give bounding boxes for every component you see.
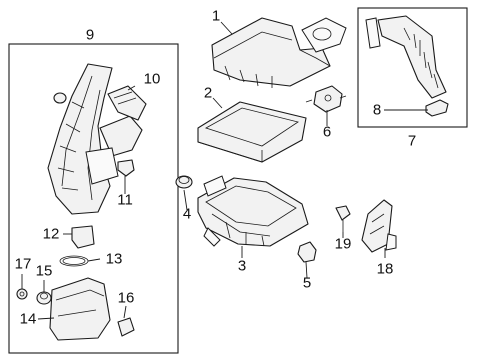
cap-16 (117, 317, 135, 337)
resonator-part (85, 115, 143, 185)
clamp-part (425, 99, 449, 117)
intake-duct (47, 63, 113, 215)
callout-18: 18 (376, 260, 394, 278)
group-box-7 (357, 7, 468, 128)
bushing-15 (36, 291, 52, 305)
resonator-box-14 (49, 277, 111, 341)
grommet-part (175, 175, 193, 189)
outlet-duct (365, 15, 447, 99)
nut-17 (16, 288, 28, 300)
group-box-9 (8, 43, 179, 354)
callout-16: 16 (117, 289, 135, 307)
callout-11: 11 (117, 191, 133, 209)
callout-3: 3 (237, 257, 247, 275)
callout-12: 12 (42, 225, 60, 243)
callout-13: 13 (105, 250, 123, 268)
callout-9: 9 (85, 26, 95, 44)
air-cleaner-cover (211, 17, 347, 88)
hose-part-12 (71, 225, 95, 249)
callout-19: 19 (334, 235, 352, 253)
callout-2: 2 (203, 84, 213, 102)
callout-1: 1 (211, 7, 221, 25)
bracket-part-18 (361, 199, 397, 253)
seal-part-10 (107, 85, 147, 121)
clip-part-19 (335, 205, 351, 232)
callout-8: 8 (372, 101, 382, 119)
callout-14: 14 (19, 310, 37, 328)
callout-7: 7 (407, 132, 417, 150)
callout-17: 17 (14, 255, 32, 273)
air-filter-element (197, 101, 307, 163)
leader-lines (21, 21, 428, 320)
isolator-part (297, 241, 317, 263)
sensor-part (305, 85, 347, 113)
callout-5: 5 (302, 274, 312, 292)
callout-10: 10 (143, 70, 161, 88)
callout-15: 15 (35, 262, 53, 280)
callout-4: 4 (182, 205, 192, 223)
air-cleaner-lower-housing (197, 175, 309, 247)
callout-6: 6 (322, 123, 332, 141)
seal-ring-13 (59, 255, 89, 267)
clip-part-11 (117, 159, 135, 177)
